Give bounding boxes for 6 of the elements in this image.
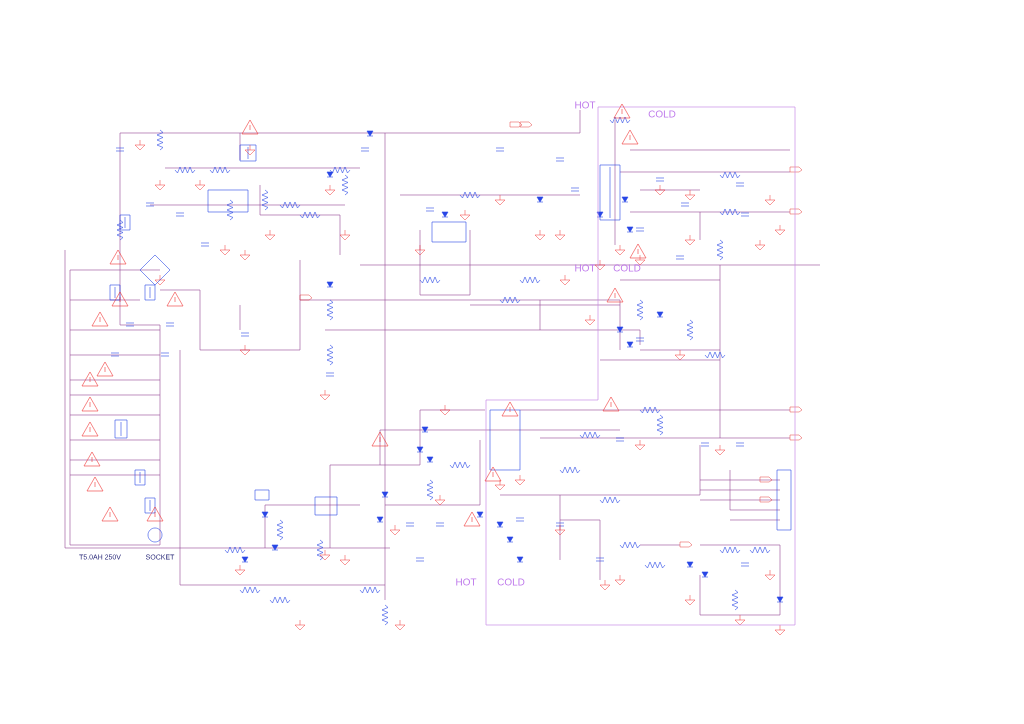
zone-label: COLD [613,264,641,272]
zone-label: HOT [575,264,596,272]
zone-label: HOT [456,578,477,586]
zone-label: COLD [648,110,676,118]
zone-label: HOT [575,101,596,109]
zone-label: COLD [497,578,525,586]
